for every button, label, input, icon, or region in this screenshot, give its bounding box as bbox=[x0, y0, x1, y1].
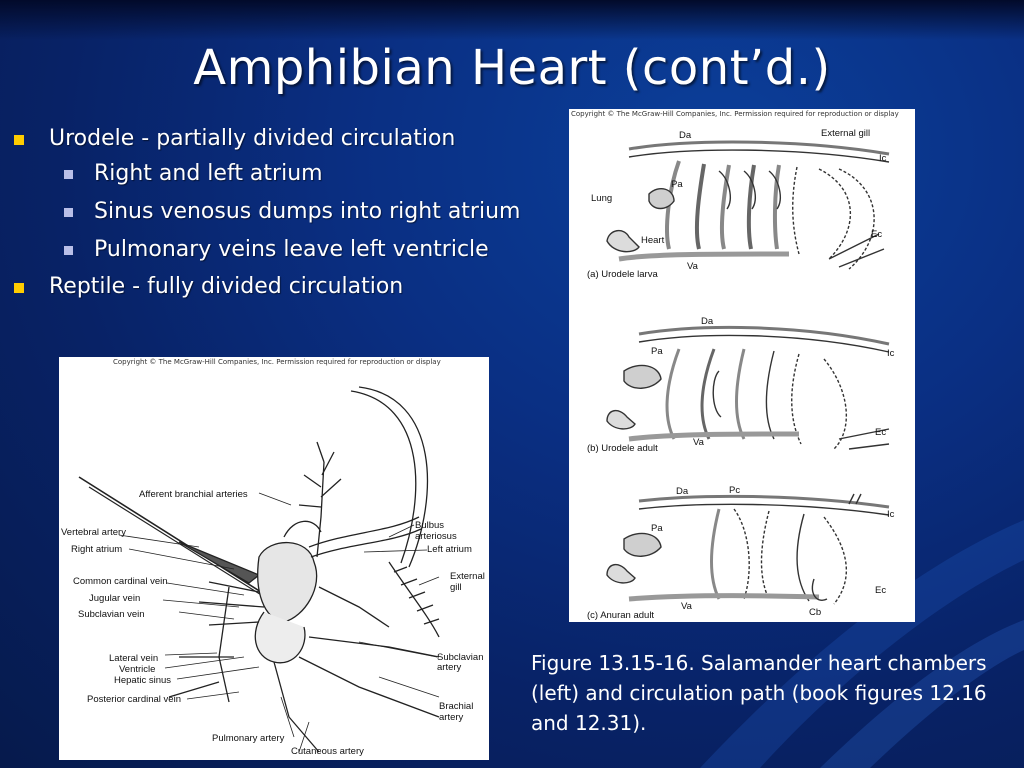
circulation-path-figure: Copyright © The McGraw-Hill Companies, I… bbox=[569, 109, 915, 622]
panel-a-caption: (a) Urodele larva bbox=[587, 269, 658, 280]
bullet-text: Urodele - partially divided circulation bbox=[49, 126, 456, 151]
panel-c-ic: Ic bbox=[887, 509, 895, 520]
sub-bullet-text: Sinus venosus dumps into right atrium bbox=[94, 199, 521, 224]
panel-b-caption: (b) Urodele adult bbox=[587, 443, 658, 454]
label-ventricle: Ventricle bbox=[119, 664, 156, 675]
panel-c-caption: (c) Anuran adult bbox=[587, 610, 654, 621]
label-brachial: Brachial bbox=[439, 701, 474, 712]
panel-c-cb: Cb bbox=[809, 607, 821, 618]
panel-b-ec: Ec bbox=[875, 427, 886, 438]
panel-b-ic: Ic bbox=[887, 348, 895, 359]
label-brachial-artery: artery bbox=[439, 712, 464, 723]
panel-a-ic: Ic bbox=[879, 153, 887, 164]
panel-a-heart: Heart bbox=[641, 235, 665, 246]
heart-drawing bbox=[78, 386, 440, 753]
sub-bullet-square-icon bbox=[64, 246, 73, 255]
panel-a-da: Da bbox=[679, 130, 692, 141]
copyright-note: Copyright © The McGraw-Hill Companies, I… bbox=[113, 358, 441, 366]
sub-bullet: Right and left atrium bbox=[12, 158, 542, 190]
label-right-atrium: Right atrium bbox=[71, 544, 123, 555]
panel-a-lung: Lung bbox=[591, 193, 612, 204]
sub-bullet: Pulmonary veins leave left ventricle bbox=[12, 234, 542, 266]
panel-a-pa: Pa bbox=[671, 179, 683, 190]
sub-bullet-square-icon bbox=[64, 208, 73, 217]
copyright-note: Copyright © The McGraw-Hill Companies, I… bbox=[571, 110, 899, 118]
panel-c-pc: Pc bbox=[729, 485, 740, 496]
bullet-urodele: Urodele - partially divided circulation bbox=[12, 124, 542, 154]
label-bulbus: Bulbus bbox=[415, 520, 445, 531]
bullet-list: Urodele - partially divided circulation … bbox=[12, 124, 542, 306]
panel-b-pa: Pa bbox=[651, 346, 663, 357]
panel-c-va: Va bbox=[681, 601, 693, 612]
sub-bullet-text: Pulmonary veins leave left ventricle bbox=[94, 237, 489, 262]
sub-bullet-text: Right and left atrium bbox=[94, 161, 323, 186]
label-external: External bbox=[450, 571, 485, 582]
panel-c-ec: Ec bbox=[875, 585, 886, 596]
panel-c-da: Da bbox=[676, 486, 689, 497]
bullet-square-icon bbox=[14, 135, 24, 145]
label-vertebral-artery: Vertebral artery bbox=[61, 527, 126, 538]
panel-b-va: Va bbox=[693, 437, 705, 448]
sub-bullet-square-icon bbox=[64, 170, 73, 179]
bullet-text: Reptile - fully divided circulation bbox=[49, 274, 404, 299]
label-arteriosus: arteriosus bbox=[415, 531, 457, 542]
label-left-atrium: Left atrium bbox=[427, 544, 472, 555]
sub-bullet: Sinus venosus dumps into right atrium bbox=[12, 196, 542, 228]
panel-a-ec: Ec bbox=[871, 229, 882, 240]
label-pulmonary-artery: Pulmonary artery bbox=[212, 733, 285, 744]
label-gill: gill bbox=[450, 582, 462, 593]
label-afferent-branchial: Afferent branchial arteries bbox=[139, 489, 248, 500]
label-hepatic-sinus: Hepatic sinus bbox=[114, 675, 172, 686]
label-posterior-cardinal-vein: Posterior cardinal vein bbox=[87, 694, 181, 705]
label-common-cardinal-vein: Common cardinal vein bbox=[73, 576, 168, 587]
label-subclavian: Subclavian bbox=[437, 652, 484, 663]
bullet-reptile: Reptile - fully divided circulation bbox=[12, 272, 542, 302]
panel-b-da: Da bbox=[701, 316, 714, 327]
slide-title: Amphibian Heart (cont’d.) bbox=[193, 40, 831, 96]
label-subclavian-vein: Subclavian vein bbox=[78, 609, 145, 620]
label-subclavian-artery: artery bbox=[437, 662, 462, 673]
circulation-drawing: Da External gill Ic Pa Lung Heart Ec Va … bbox=[587, 128, 895, 621]
panel-a-va: Va bbox=[687, 261, 699, 272]
label-jugular-vein: Jugular vein bbox=[89, 593, 141, 604]
bullet-square-icon bbox=[14, 283, 24, 293]
label-cutaneous-artery: Cutaneous artery bbox=[291, 746, 364, 757]
salamander-heart-figure: Copyright © The McGraw-Hill Companies, I… bbox=[59, 357, 489, 760]
figure-caption: Figure 13.15-16. Salamander heart chambe… bbox=[531, 651, 987, 735]
label-lateral-vein: Lateral vein bbox=[109, 653, 159, 664]
panel-a-external-gill: External gill bbox=[821, 128, 870, 139]
panel-c-pa: Pa bbox=[651, 523, 663, 534]
top-band bbox=[0, 0, 1024, 40]
